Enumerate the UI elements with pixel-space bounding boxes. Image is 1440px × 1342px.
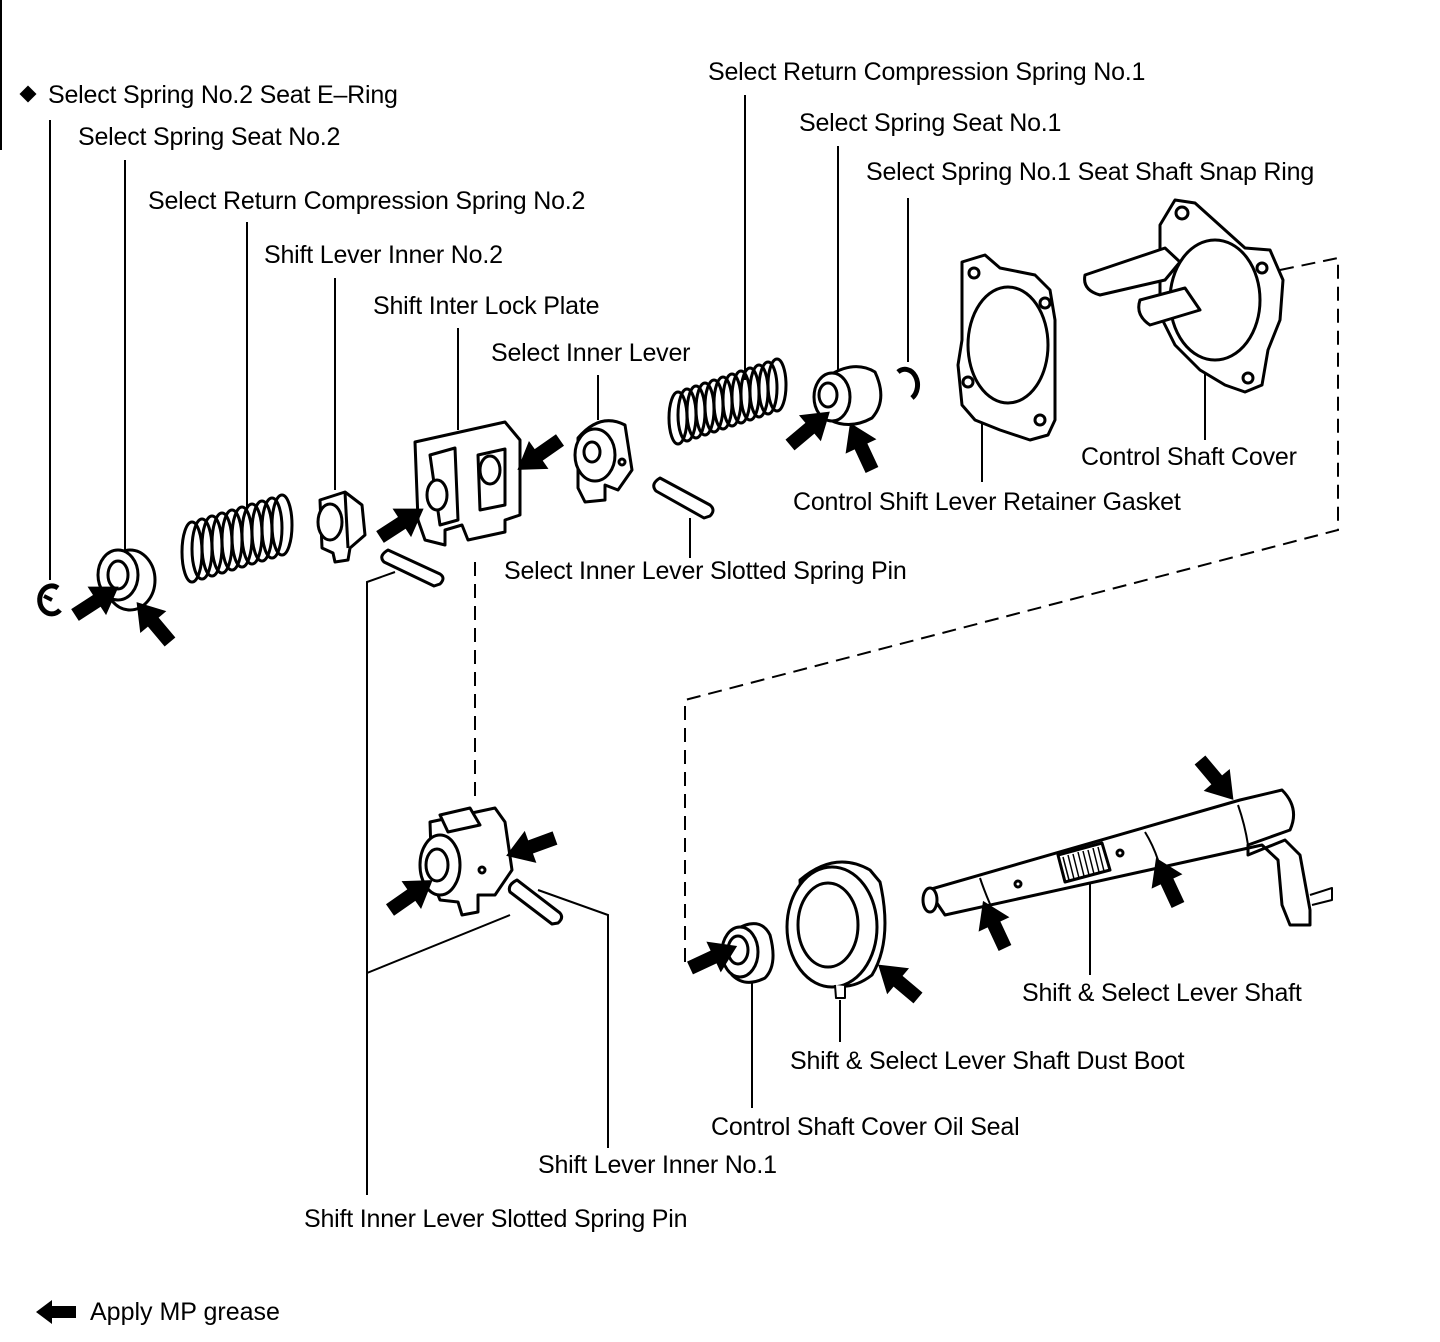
label-inter-lock-plate: Shift Inter Lock Plate: [373, 292, 600, 320]
label-control-shaft-cover: Control Shaft Cover: [1081, 443, 1297, 471]
leader-lines: [49, 95, 1206, 1195]
return-spring-2-part: [180, 493, 294, 584]
oil-seal-part: [720, 922, 775, 984]
e-ring-part: [37, 583, 62, 617]
label-select-slotted-pin: Select Inner Lever Slotted Spring Pin: [504, 557, 907, 585]
shift-lever-inner-2-part: [316, 490, 367, 564]
label-return-spring-2: Select Return Compression Spring No.2: [148, 187, 586, 215]
shift-lever-inner-1-part: [418, 806, 514, 917]
parts: [37, 198, 1333, 999]
shift-select-shaft-part: [921, 788, 1333, 927]
legend: Apply MP grease: [36, 1296, 280, 1328]
label-spring-seat-1: Select Spring Seat No.1: [799, 109, 1062, 137]
dashed-guides: [474, 256, 1339, 967]
snap-ring-part: [896, 366, 921, 400]
dust-boot-part: [785, 860, 887, 999]
label-shift-select-shaft: Shift & Select Lever Shaft: [1022, 979, 1302, 1007]
label-seat-e-ring: Select Spring No.2 Seat E–Ring: [19, 80, 398, 110]
inter-lock-plate-part: [413, 420, 522, 547]
label-dust-boot: Shift & Select Lever Shaft Dust Boot: [790, 1047, 1185, 1075]
grease-arrow-icon: [36, 1300, 76, 1324]
spring-pins: [380, 476, 715, 926]
legend-text: Apply MP grease: [90, 1297, 280, 1326]
label-shift-lever-inner-1: Shift Lever Inner No.1: [538, 1151, 777, 1179]
label-return-spring-1: Select Return Compression Spring No.1: [708, 58, 1146, 86]
label-shift-slotted-pin: Shift Inner Lever Slotted Spring Pin: [304, 1205, 688, 1233]
label-oil-seal: Control Shaft Cover Oil Seal: [711, 1113, 1020, 1141]
spring-seat-1-part: [812, 365, 883, 426]
select-inner-lever-part: [573, 419, 634, 504]
control-shaft-cover-part: [1083, 198, 1285, 394]
return-spring-1-part: [667, 357, 788, 446]
label-retainer-gasket: Control Shift Lever Retainer Gasket: [793, 488, 1181, 516]
label-snap-ring: Select Spring No.1 Seat Shaft Snap Ring: [866, 158, 1315, 186]
label-select-inner-lever: Select Inner Lever: [491, 339, 691, 367]
note-diamond-icon: [19, 85, 37, 103]
label-spring-seat-2: Select Spring Seat No.2: [78, 123, 341, 151]
retainer-gasket-part: [956, 253, 1057, 442]
label-shift-lever-inner-2: Shift Lever Inner No.2: [264, 241, 503, 269]
